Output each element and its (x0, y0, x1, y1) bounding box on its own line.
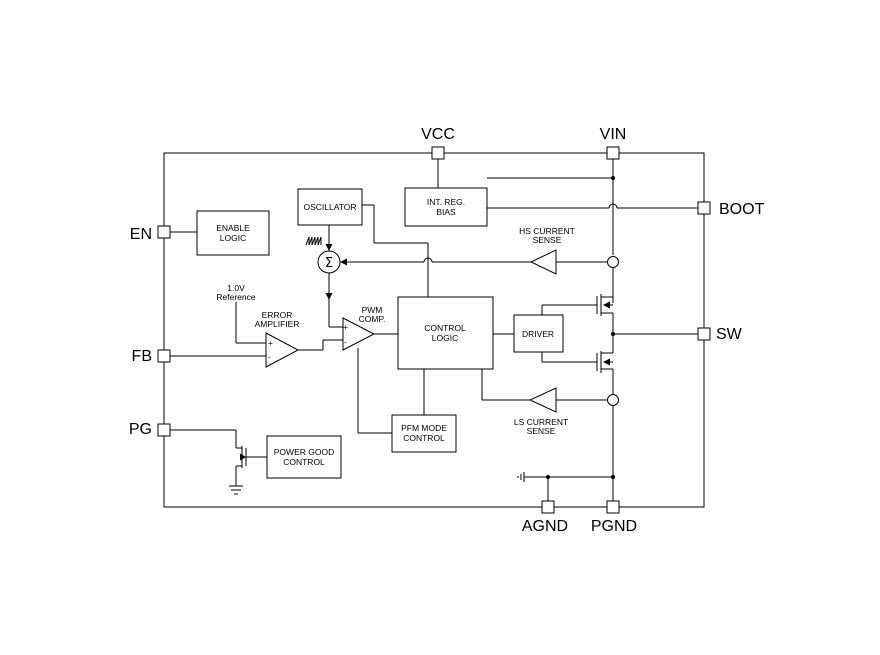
svg-text:SENSE: SENSE (527, 426, 556, 436)
svg-text:CONTROL: CONTROL (424, 323, 466, 333)
pwm-comp-plus: + (343, 322, 348, 332)
arrow-ramp-to-summer (325, 244, 333, 251)
junctions (546, 176, 615, 479)
svg-text:BOOT: BOOT (719, 201, 765, 218)
ls-current-sense-label: LS CURRENT SENSE (514, 417, 568, 436)
svg-text:1.0V: 1.0V (227, 283, 245, 293)
svg-text:VIN: VIN (600, 126, 627, 143)
error-amplifier-label: ERROR AMPLIFIER (255, 310, 300, 329)
int-reg-bias-block: INT. REG. BIAS (404, 187, 488, 227)
power-good-control-block: POWER GOOD CONTROL (266, 435, 342, 479)
ls-mosfet-arrow-icon (603, 358, 610, 366)
ls-sense-point (607, 394, 619, 406)
ls-current-sense-amp (528, 387, 557, 413)
pin-fb: FB (132, 348, 171, 365)
svg-text:EN: EN (130, 226, 152, 243)
svg-text:CONTROL: CONTROL (403, 433, 445, 443)
summing-symbol: Σ (325, 256, 333, 271)
control-logic-block: CONTROL LOGIC (397, 296, 494, 370)
svg-text:Reference: Reference (216, 292, 255, 302)
svg-text:AMPLIFIER: AMPLIFIER (255, 319, 300, 329)
pin-agnd: AGND (522, 500, 568, 535)
svg-text:AGND: AGND (522, 518, 568, 535)
ramp-waveform-icon (305, 236, 322, 246)
pin-boot: BOOT (697, 201, 765, 218)
svg-text:LS CURRENT: LS CURRENT (514, 417, 568, 427)
svg-text:CONTROL: CONTROL (283, 457, 325, 467)
pg-mosfet-arrow-icon (240, 453, 246, 461)
error-amp-minus: - (268, 352, 271, 362)
svg-text:LOGIC: LOGIC (432, 333, 458, 343)
svg-text:DRIVER: DRIVER (522, 329, 554, 339)
ground-symbol-pg (229, 485, 243, 495)
svg-text:PG: PG (129, 421, 152, 438)
pin-pg: PG (129, 421, 171, 438)
arrow-to-summer (340, 258, 347, 266)
wires (170, 159, 698, 501)
oscillator-block: OSCILLATOR (297, 188, 363, 226)
pin-sw: SW (697, 326, 743, 343)
svg-text:SENSE: SENSE (533, 235, 562, 245)
pin-en: EN (130, 225, 171, 243)
svg-text:PFM MODE: PFM MODE (401, 423, 447, 433)
pwm-comp-minus: - (344, 337, 347, 347)
hs-current-sense-amp (529, 249, 557, 275)
svg-text:ENABLE: ENABLE (216, 223, 250, 233)
svg-text:FB: FB (132, 348, 152, 365)
summing-junction (317, 250, 341, 274)
svg-text:PGND: PGND (591, 518, 637, 535)
pwm-comp-label: PWM COMP. (359, 305, 386, 324)
svg-text:OSCILLATOR: OSCILLATOR (303, 202, 356, 212)
svg-text:LOGIC: LOGIC (220, 233, 246, 243)
svg-text:ERROR: ERROR (262, 310, 293, 320)
svg-text:VCC: VCC (421, 126, 455, 143)
svg-text:HS CURRENT: HS CURRENT (519, 226, 575, 236)
svg-text:INT. REG.: INT. REG. (427, 197, 465, 207)
pfm-mode-control-block: PFM MODE CONTROL (391, 414, 457, 453)
enable-logic-block: ENABLE LOGIC (196, 210, 270, 256)
arrow-summer-to-comp (325, 293, 333, 300)
pin-vcc: VCC (421, 126, 455, 160)
ground-symbol-agnd (517, 472, 525, 482)
reference-label: 1.0V Reference (216, 283, 255, 302)
hs-mosfet-arrow-icon (603, 301, 610, 309)
svg-text:SW: SW (716, 326, 743, 343)
hs-sense-point (607, 256, 619, 268)
error-amp-plus: + (268, 338, 273, 348)
hs-current-sense-label: HS CURRENT SENSE (519, 226, 575, 245)
svg-text:PWM: PWM (362, 305, 383, 315)
pin-pgnd: PGND (591, 500, 637, 535)
error-amplifier (265, 332, 300, 368)
svg-text:BIAS: BIAS (436, 207, 456, 217)
svg-text:COMP.: COMP. (359, 314, 386, 324)
pin-vin: VIN (600, 126, 627, 160)
pwm-comparator (342, 317, 376, 351)
driver-block: DRIVER (513, 314, 564, 353)
svg-text:POWER GOOD: POWER GOOD (274, 447, 334, 457)
